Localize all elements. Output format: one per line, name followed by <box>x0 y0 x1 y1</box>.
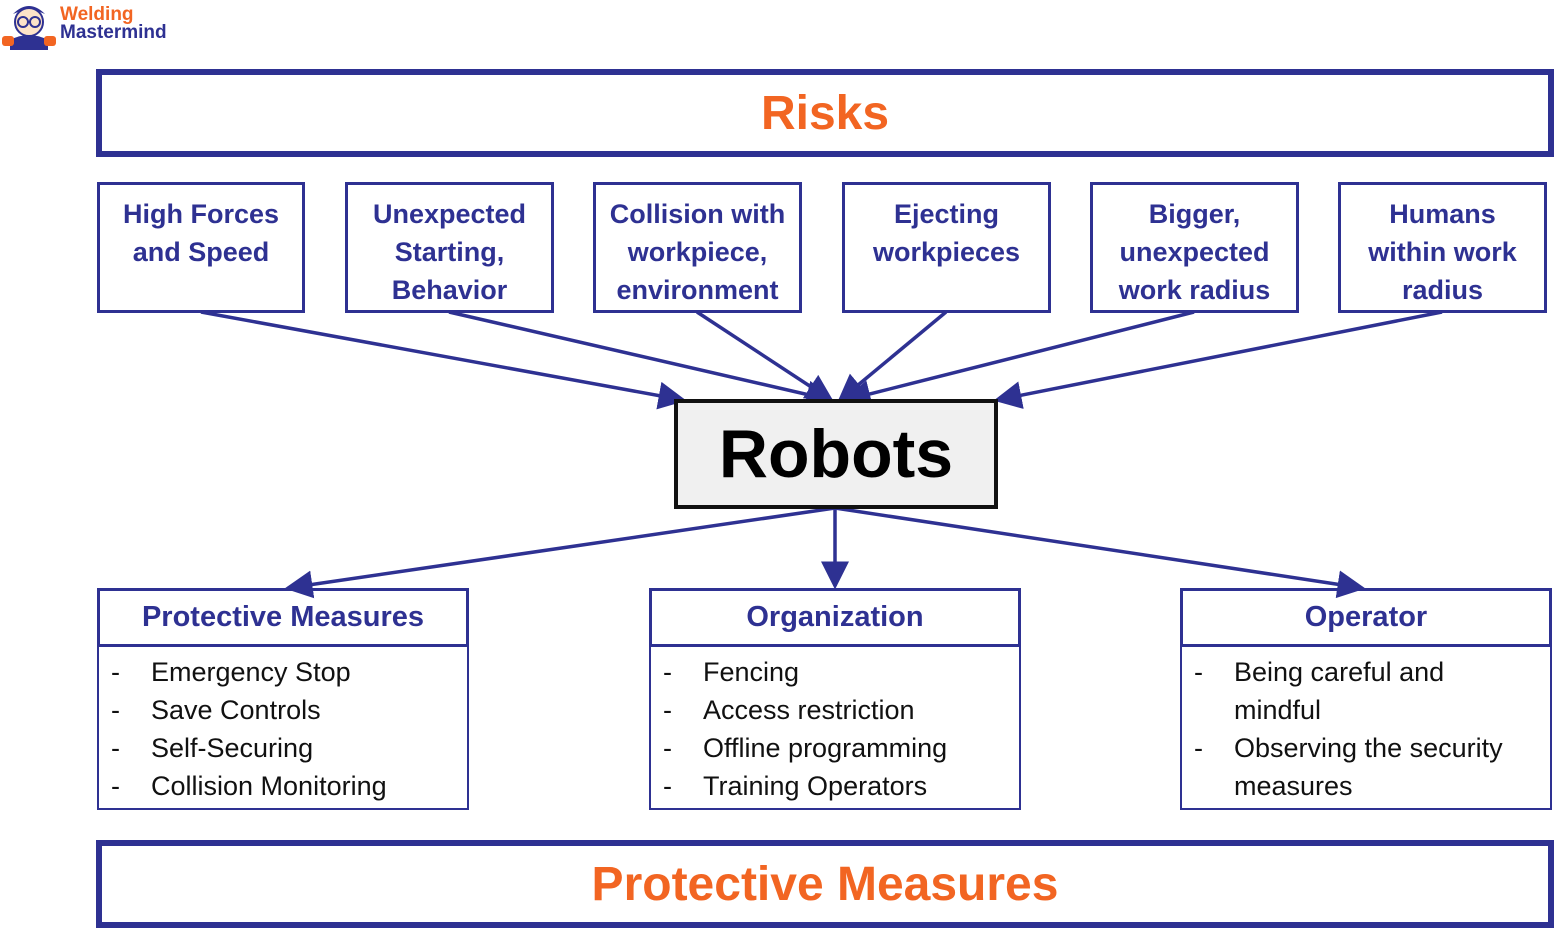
arrow-to-operator <box>834 506 1366 599</box>
robots-label: Robots <box>718 416 954 492</box>
list-item: -Save Controls <box>111 695 321 725</box>
risk-box-1: High Forces and Speed <box>97 182 305 313</box>
list-item: -Offline programming <box>663 733 948 763</box>
measure-list-operator: -Being careful and mindful -Observing th… <box>1180 647 1552 810</box>
measure-title: Operator <box>1304 601 1428 633</box>
welding-mastermind-logo: Welding Mastermind <box>0 0 175 52</box>
logo-line-1: Welding <box>60 4 134 25</box>
list-item: -Emergency Stop <box>111 657 351 687</box>
risk-label: Humans within work radius <box>1368 199 1517 305</box>
arrow-risk-5 <box>842 310 1195 408</box>
list-item: -Collision Monitoring <box>111 771 387 801</box>
mascot-icon <box>2 6 56 50</box>
measure-header-protective: Protective Measures <box>97 588 469 647</box>
list-item: -Self-Securing <box>111 733 314 763</box>
risk-box-5: Bigger, unexpected work radius <box>1090 182 1299 313</box>
list-item: -Being careful and mindful <box>1194 657 1445 725</box>
measure-title: Organization <box>746 601 924 633</box>
risk-label: Ejecting workpieces <box>872 199 1021 267</box>
logo-line-2: Mastermind <box>60 22 167 43</box>
risk-label: High Forces and Speed <box>122 199 280 267</box>
measure-list-organization: -Fencing -Access restriction -Offline pr… <box>649 647 1021 810</box>
arrow-risk-2 <box>448 310 835 409</box>
risks-banner-title: Risks <box>760 86 890 140</box>
risk-box-4: Ejecting workpieces <box>842 182 1051 313</box>
measure-title: Protective Measures <box>141 601 425 633</box>
measure-header-operator: Operator <box>1180 588 1552 647</box>
risk-label: Unexpected Starting, Behavior <box>372 199 527 305</box>
risk-label: Bigger, unexpected work radius <box>1118 199 1271 305</box>
protective-measures-banner-title: Protective Measures <box>591 857 1059 911</box>
arrow-risk-3 <box>696 310 834 402</box>
measure-header-organization: Organization <box>649 588 1021 647</box>
risk-label: Collision with workpiece, environment <box>609 199 786 305</box>
list-item: -Fencing <box>663 657 800 687</box>
risk-box-2: Unexpected Starting, Behavior <box>345 182 554 313</box>
list-item: -Access restriction <box>663 695 915 725</box>
arrow-to-protective <box>284 506 836 599</box>
list-item: -Observing the security measures <box>1194 733 1503 801</box>
arrow-risk-6 <box>993 310 1443 409</box>
risks-banner: Risks <box>96 69 1554 157</box>
risk-box-3: Collision with workpiece, environment <box>593 182 802 313</box>
protective-measures-banner: Protective Measures <box>96 840 1554 928</box>
list-item: -Training Operators <box>663 771 928 801</box>
measure-list-protective: -Emergency Stop -Save Controls -Self-Sec… <box>97 647 469 810</box>
arrow-risk-1 <box>200 310 687 410</box>
risk-box-6: Humans within work radius <box>1338 182 1547 313</box>
robots-box: Robots <box>674 399 998 509</box>
